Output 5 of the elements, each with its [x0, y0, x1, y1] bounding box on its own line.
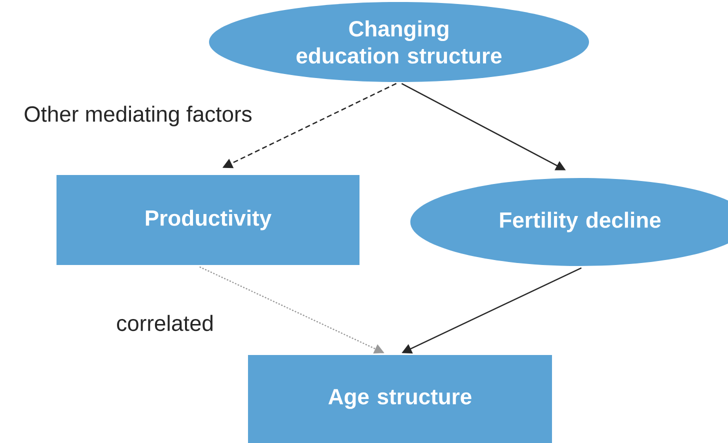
edge-label: Other mediating factors — [22, 104, 254, 128]
process-box: Productivity — [56, 175, 360, 265]
ellipse-node: Changing education structure — [209, 2, 589, 82]
process-box: Age structure — [248, 355, 552, 443]
edge-label: correlated — [115, 314, 215, 332]
